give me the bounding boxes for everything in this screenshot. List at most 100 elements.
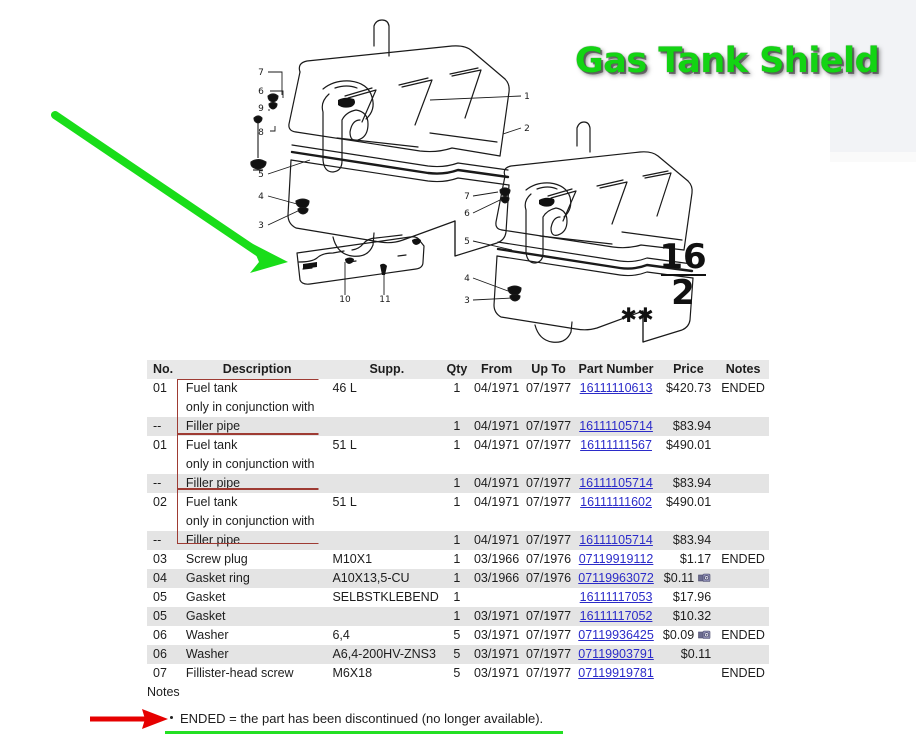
cell-part-number[interactable]: 16111117052 <box>574 607 658 626</box>
cell-price: $420.73 <box>657 379 718 398</box>
cell-no <box>147 512 178 531</box>
cell-no: 07 <box>147 664 178 683</box>
cell-price <box>657 512 718 531</box>
cell-price: $17.96 <box>657 588 718 607</box>
cell-from <box>470 588 523 607</box>
cell-no: 06 <box>147 626 178 645</box>
cell-supp <box>330 417 444 436</box>
parts-table-container: No. Description Supp. Qty From Up To Par… <box>147 360 769 683</box>
cell-qty: 1 <box>443 493 471 512</box>
col-header-supp[interactable]: Supp. <box>330 360 444 379</box>
cell-part-number[interactable]: 16111110613 <box>574 379 658 398</box>
cell-from: 04/1971 <box>470 493 523 512</box>
part-number-link[interactable]: 07119919112 <box>578 552 654 566</box>
cell-price <box>657 455 718 474</box>
part-number-link[interactable]: 16111105714 <box>579 419 653 433</box>
price-value: $83.94 <box>672 533 712 547</box>
cell-qty: 1 <box>443 474 471 493</box>
cell-notes <box>717 417 769 436</box>
cell-qty: 1 <box>443 379 471 398</box>
svg-text:4: 4 <box>464 274 470 284</box>
cell-description: Gasket <box>177 607 331 626</box>
col-header-notes[interactable]: Notes <box>717 360 769 379</box>
cell-part-number[interactable]: 16111111567 <box>574 436 658 455</box>
cell-qty: 5 <box>443 626 471 645</box>
col-header-part-number[interactable]: Part Number <box>574 360 658 379</box>
col-header-price[interactable]: Price <box>657 360 718 379</box>
part-number-link[interactable]: 07119919781 <box>578 666 654 680</box>
cell-description: Filler pipe <box>177 417 331 436</box>
cell-notes <box>717 645 769 664</box>
cell-supp: A6,4-200HV-ZNS3 <box>330 645 444 664</box>
cell-part-number[interactable]: 07119919781 <box>574 664 658 683</box>
cell-part-number[interactable]: 07119936425 <box>574 626 658 645</box>
table-row: only in conjunction with <box>147 512 769 531</box>
camera-icon[interactable] <box>698 629 711 639</box>
col-header-from[interactable]: From <box>470 360 523 379</box>
col-header-description[interactable]: Description <box>177 360 331 379</box>
part-number-link[interactable]: 16111111602 <box>580 495 652 509</box>
cell-part-number[interactable]: 07119919112 <box>574 550 658 569</box>
camera-icon[interactable] <box>698 572 711 582</box>
plate-number-top: 16 <box>659 237 706 277</box>
cell-notes <box>717 607 769 626</box>
svg-text:10: 10 <box>339 295 351 305</box>
exploded-parts-diagram: 7 6 9 8 5 4 3 1 2 7 6 5 4 3 10 11 <box>0 0 916 345</box>
part-number-link[interactable]: 16111105714 <box>579 476 653 490</box>
svg-text:9: 9 <box>258 104 264 114</box>
price-value: $0.09 <box>662 628 695 642</box>
part-number-link[interactable]: 16111117052 <box>579 609 653 623</box>
cell-part-number[interactable]: 16111105714 <box>574 531 658 550</box>
svg-text:1: 1 <box>524 92 530 102</box>
price-value: $490.01 <box>665 438 712 452</box>
cell-notes <box>717 531 769 550</box>
cell-no: 01 <box>147 436 178 455</box>
cell-from: 04/1971 <box>470 531 523 550</box>
cell-part-number[interactable]: 07119903791 <box>574 645 658 664</box>
price-value: $490.01 <box>665 495 712 509</box>
cell-notes <box>717 474 769 493</box>
cell-no: 02 <box>147 493 178 512</box>
note-bullet-icon <box>170 716 173 719</box>
cell-part-number[interactable]: 16111111602 <box>574 493 658 512</box>
part-number-link[interactable]: 07119963072 <box>578 571 654 585</box>
part-number-link[interactable]: 16111117053 <box>579 590 653 604</box>
table-header-row: No. Description Supp. Qty From Up To Par… <box>147 360 769 379</box>
cell-part-number[interactable]: 07119963072 <box>574 569 658 588</box>
part-number-link[interactable]: 16111111567 <box>580 438 652 452</box>
svg-text:6: 6 <box>464 209 470 219</box>
cell-notes <box>717 588 769 607</box>
cell-notes <box>717 436 769 455</box>
part-number-link[interactable]: 16111105714 <box>579 533 653 547</box>
cell-supp: M6X18 <box>330 664 444 683</box>
cell-part-number[interactable]: 16111105714 <box>574 474 658 493</box>
col-header-no[interactable]: No. <box>147 360 178 379</box>
price-value: $0.11 <box>680 647 712 661</box>
cell-part-number[interactable]: 16111117053 <box>574 588 658 607</box>
notes-heading: Notes <box>147 685 180 699</box>
cell-notes: ENDED <box>717 550 769 569</box>
cell-price: $0.11 <box>657 569 718 588</box>
svg-text:2: 2 <box>524 124 530 134</box>
col-header-upto[interactable]: Up To <box>522 360 575 379</box>
part-number-link[interactable]: 16111110613 <box>579 381 653 395</box>
scan-edge-band-lower <box>830 152 916 162</box>
cell-from: 04/1971 <box>470 436 523 455</box>
cell-upto <box>522 455 575 474</box>
cell-upto <box>522 512 575 531</box>
cell-qty: 5 <box>443 664 471 683</box>
cell-qty: 1 <box>443 607 471 626</box>
cell-part-number[interactable]: 16111105714 <box>574 417 658 436</box>
page-title: Gas Tank Shield <box>575 41 880 81</box>
part-number-link[interactable]: 07119903791 <box>578 647 654 661</box>
col-header-qty[interactable]: Qty <box>443 360 471 379</box>
svg-text:11: 11 <box>379 295 390 305</box>
cell-no: 05 <box>147 607 178 626</box>
part-number-link[interactable]: 07119936425 <box>578 628 654 642</box>
